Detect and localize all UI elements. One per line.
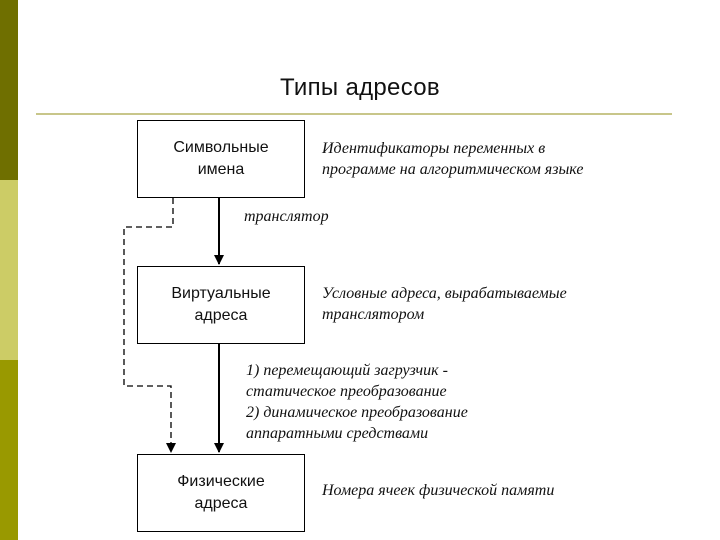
note-address-mapping: 1) перемещающий загрузчик - статическое … (246, 362, 468, 442)
note-conditional-addresses: Условные адреса, вырабатываемые транслят… (322, 285, 567, 323)
slide-title: Типы адресов (280, 74, 440, 101)
dashed-bypass-path (123, 198, 176, 453)
decor-stripe-top (0, 0, 18, 180)
decor-stripe-middle (0, 180, 18, 360)
note-memory-cells: Номера ячеек физической памяти (322, 482, 555, 499)
box-symbolic-names: Символьные имена (137, 120, 305, 198)
note-translator: транслятор (244, 208, 329, 225)
note-identifiers: Идентификаторы переменных в программе на… (322, 140, 584, 178)
box-physical-addresses: Физические адреса (137, 454, 305, 532)
box-virtual-addresses: Виртуальные адреса (137, 266, 305, 344)
decor-stripe-bottom (0, 360, 18, 540)
title-divider (36, 113, 672, 115)
